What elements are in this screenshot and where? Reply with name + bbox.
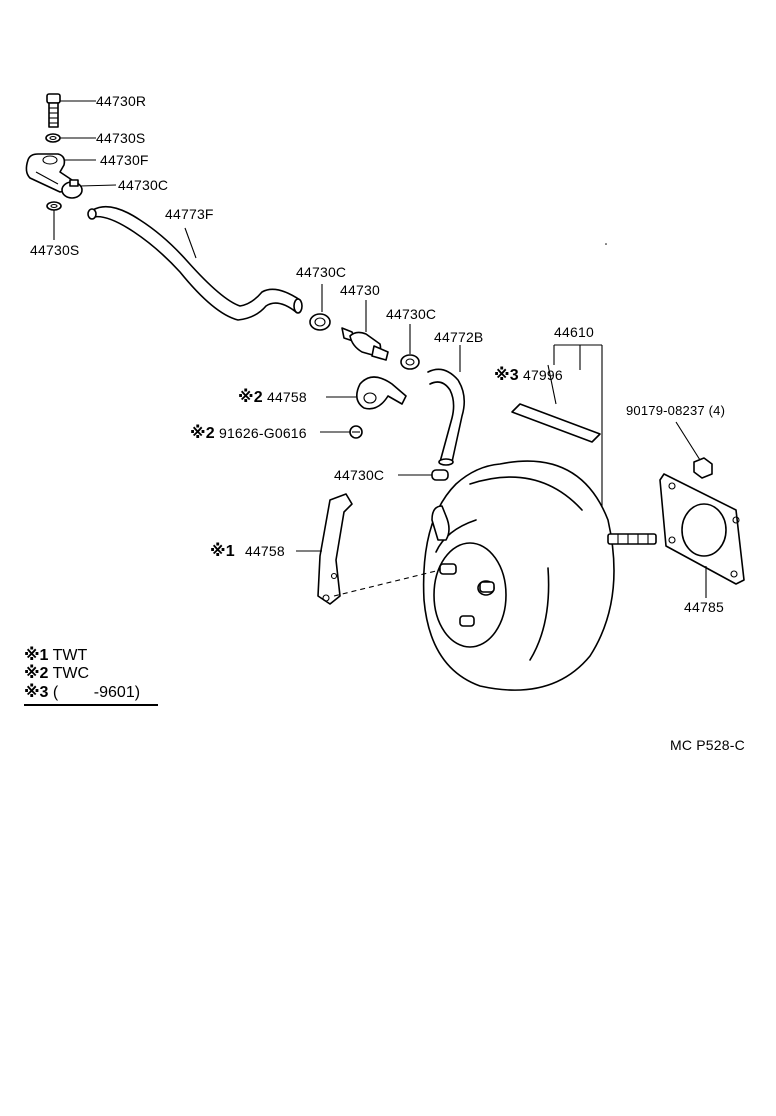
legend-mark-3: ※3 [24, 684, 49, 701]
label-44730C-a: 44730C [118, 177, 169, 193]
brake-booster-drawing [422, 460, 657, 691]
legend-text-3: ( -9601) [52, 684, 141, 701]
nut-drawing [675, 421, 713, 479]
label-44730C-b: 44730C [296, 264, 347, 280]
label-44785: 44785 [684, 599, 724, 615]
seal-plate-drawing [511, 364, 601, 443]
legend-mark-1: ※1 [24, 647, 49, 664]
legend-underline [24, 704, 158, 706]
label-44772B: 44772B [434, 329, 484, 345]
gasket-bottom-drawing [46, 201, 62, 240]
label-44730F: 44730F [100, 152, 149, 168]
label-44758-lower-number: 44758 [244, 543, 285, 559]
label-44758-upper: ※2 44758 [238, 389, 307, 406]
label-44758-upper-number: 44758 [266, 389, 307, 405]
vacuum-hose-long-drawing [87, 205, 303, 321]
label-90179: 90179-08237 (4) [626, 403, 726, 418]
hose-clip-a-drawing [61, 179, 117, 199]
legend-row-3: ※3 ( -9601) [24, 683, 140, 703]
label-47996: ※3 47996 [494, 367, 563, 384]
label-44758-lower: ※1 44758 [210, 543, 285, 560]
marker-2-91626: ※2 [190, 425, 215, 442]
hose-bracket-upper-drawing [326, 376, 407, 410]
marker-1-44758: ※1 [210, 543, 235, 560]
union-bolt-drawing [46, 93, 96, 128]
label-47996-number: 47996 [522, 367, 563, 383]
legend-row-1: ※1 TWT [24, 646, 87, 666]
legend-text-2: TWC [52, 665, 90, 682]
label-44730S-top: 44730S [96, 130, 146, 146]
marker-2-44758: ※2 [238, 389, 263, 406]
label-44773F: 44773F [165, 206, 214, 222]
label-44730C-d: 44730C [334, 467, 385, 483]
diagram-code: MC P528-C [670, 737, 745, 753]
gasket-plate-drawing [659, 473, 745, 598]
legend-row-2: ※2 TWC [24, 664, 89, 684]
vacuum-hose-short-drawing [427, 345, 466, 466]
booster-leader-drawing [553, 344, 603, 522]
bolt-91626-drawing [320, 425, 363, 439]
check-valve-drawing [341, 300, 389, 361]
legend-mark-2: ※2 [24, 665, 49, 682]
hose-bracket-lower-drawing [296, 493, 441, 605]
marker-3-47996: ※3 [494, 367, 519, 384]
label-91626: ※2 91626-G0616 [190, 425, 307, 442]
label-44610: 44610 [554, 324, 594, 340]
hose-clip-c-drawing [400, 324, 420, 370]
hose-clip-d-drawing [398, 469, 449, 481]
label-91626-number: 91626-G0616 [218, 425, 307, 441]
label-44730S-bottom: 44730S [30, 242, 80, 258]
label-44730R: 44730R [96, 93, 147, 109]
label-44730C-c: 44730C [386, 306, 437, 322]
legend-text-1: TWT [52, 647, 88, 664]
gasket-top-drawing [45, 133, 96, 143]
union-fitting-drawing [25, 153, 96, 193]
hose-clip-b-drawing [309, 284, 331, 331]
label-44730: 44730 [340, 282, 380, 298]
